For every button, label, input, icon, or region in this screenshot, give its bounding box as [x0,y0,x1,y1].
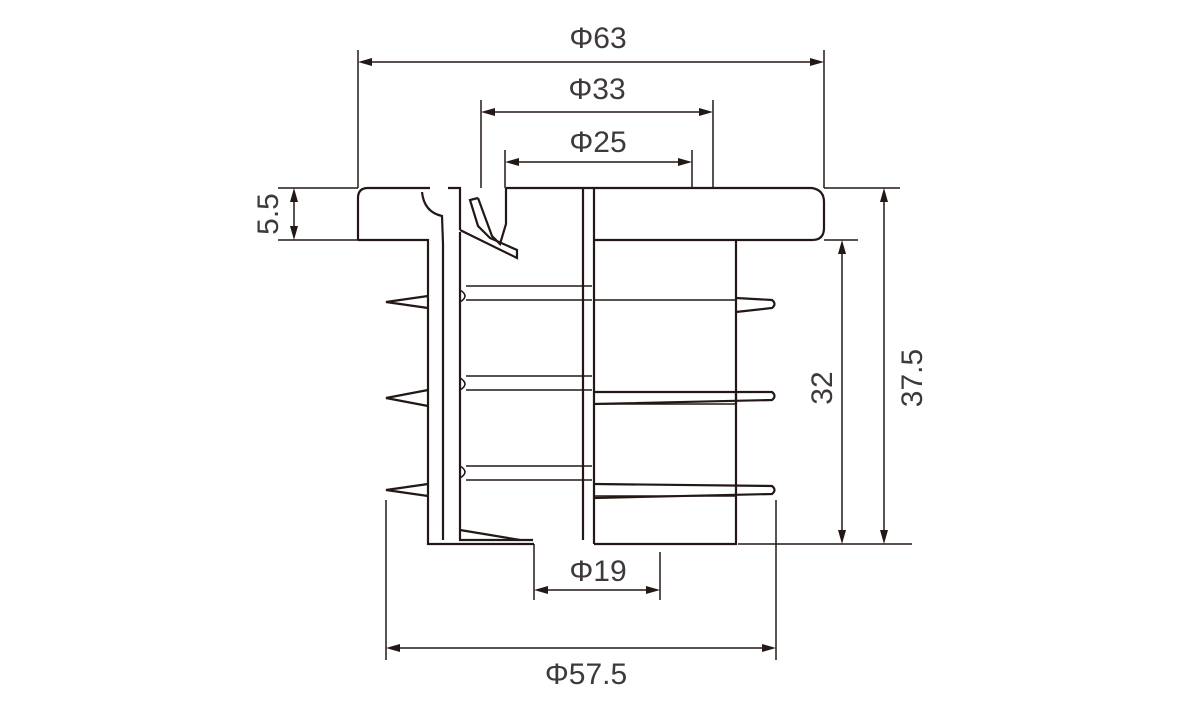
dim-phi57-5: Φ57.5 [385,500,777,691]
label-phi63: Φ63 [569,22,626,55]
dim-total-height: 37.5 [824,187,929,544]
label-phi33: Φ33 [568,73,625,106]
part-outline-right [506,186,826,546]
dim-phi25: Φ25 [504,126,693,188]
label-32: 32 [806,371,839,404]
label-phi25: Φ25 [569,126,626,159]
dim-flange-thickness: 5.5 [252,187,358,241]
label-phi19: Φ19 [569,555,626,588]
dim-phi63: Φ63 [357,22,825,188]
part-section-left [356,186,592,546]
dim-body-height: 32 [738,239,912,545]
label-phi57-5: Φ57.5 [545,658,627,691]
label-37-5: 37.5 [896,349,929,407]
fins-right [593,296,776,500]
dim-phi19: Φ19 [533,544,661,600]
dim-phi33: Φ33 [480,73,714,188]
label-5-5: 5.5 [252,193,285,235]
fins-left [385,294,429,498]
